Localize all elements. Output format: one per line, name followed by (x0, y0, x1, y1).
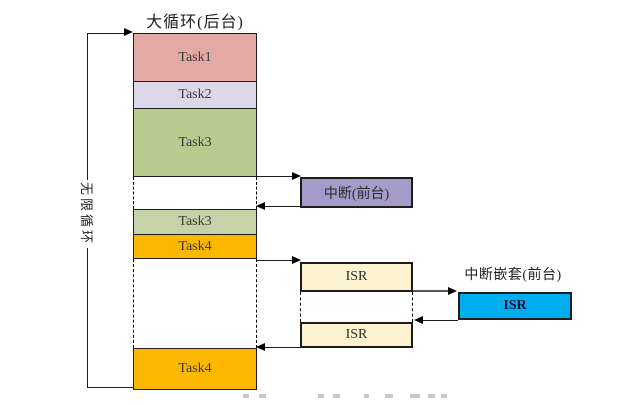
interrupt-return-arrowhead-icon (256, 202, 265, 210)
interrupt-call-arrowhead-icon (292, 172, 301, 180)
big-loop-title: 大循环(后台) (146, 14, 244, 31)
nested-call-arrowhead-icon (448, 287, 457, 295)
nested-isr-label: ISR (503, 298, 527, 313)
task3-resumed-label: Task3 (178, 214, 212, 229)
nested-return-arrowhead-icon (414, 316, 423, 324)
task4-resumed-label: Task4 (178, 361, 212, 376)
isr2-label: ISR (345, 327, 368, 342)
interrupt-call-line (257, 176, 295, 177)
isr1-label: ISR (345, 269, 368, 284)
clipped-caption-fragment (243, 394, 249, 398)
clipped-caption-fragment (441, 394, 447, 398)
isr-return-arrowhead-icon (256, 343, 265, 351)
nested-interrupt-title: 中断嵌套(前台) (464, 268, 562, 283)
isr1-box: ISR (300, 262, 413, 292)
isr2-box: ISR (300, 322, 413, 348)
task1-label: Task1 (178, 49, 212, 65)
loop-bracket-top-line (87, 33, 125, 34)
nested-call-line (413, 290, 450, 292)
arrowhead-into-loop-icon (124, 28, 133, 36)
clipped-caption-fragment (259, 394, 266, 398)
task4-block: Task4 (133, 234, 257, 259)
task2-block: Task2 (133, 81, 257, 109)
isr-gap-right-dashed-line (412, 292, 413, 322)
isr-call-arrowhead-icon (292, 256, 301, 264)
clipped-caption-fragment (428, 394, 435, 398)
isr-gap-left-dashed-line (300, 292, 301, 322)
task2-label: Task2 (178, 87, 212, 102)
task4-label: Task4 (178, 238, 212, 254)
task1-block: Task1 (133, 33, 257, 82)
task3-resumed-block: Task3 (133, 209, 257, 235)
infinite-loop-label: 无限循环 (78, 180, 97, 249)
nested-return-line (422, 320, 458, 321)
clipped-caption-fragment (385, 394, 393, 398)
task3-block: Task3 (133, 108, 257, 177)
clipped-caption-fragment (318, 394, 324, 398)
task4-resumed-block: Task4 (133, 348, 257, 390)
interrupt-box: 中断(前台) (300, 177, 413, 208)
loop-bracket-bottom-line (87, 387, 133, 388)
interrupt-label: 中断(前台) (323, 186, 390, 202)
nested-isr-box: ISR (458, 292, 572, 320)
suspended-gap-1 (133, 177, 257, 209)
suspended-gap-2 (133, 259, 257, 348)
interrupt-return-line (263, 206, 300, 207)
isr-call-line (257, 260, 295, 261)
clipped-caption-fragment (333, 394, 340, 398)
isr-return-line (263, 347, 300, 348)
clipped-caption-fragment (410, 394, 420, 398)
task3-label: Task3 (178, 134, 212, 150)
clipped-caption-fragment (364, 394, 369, 398)
